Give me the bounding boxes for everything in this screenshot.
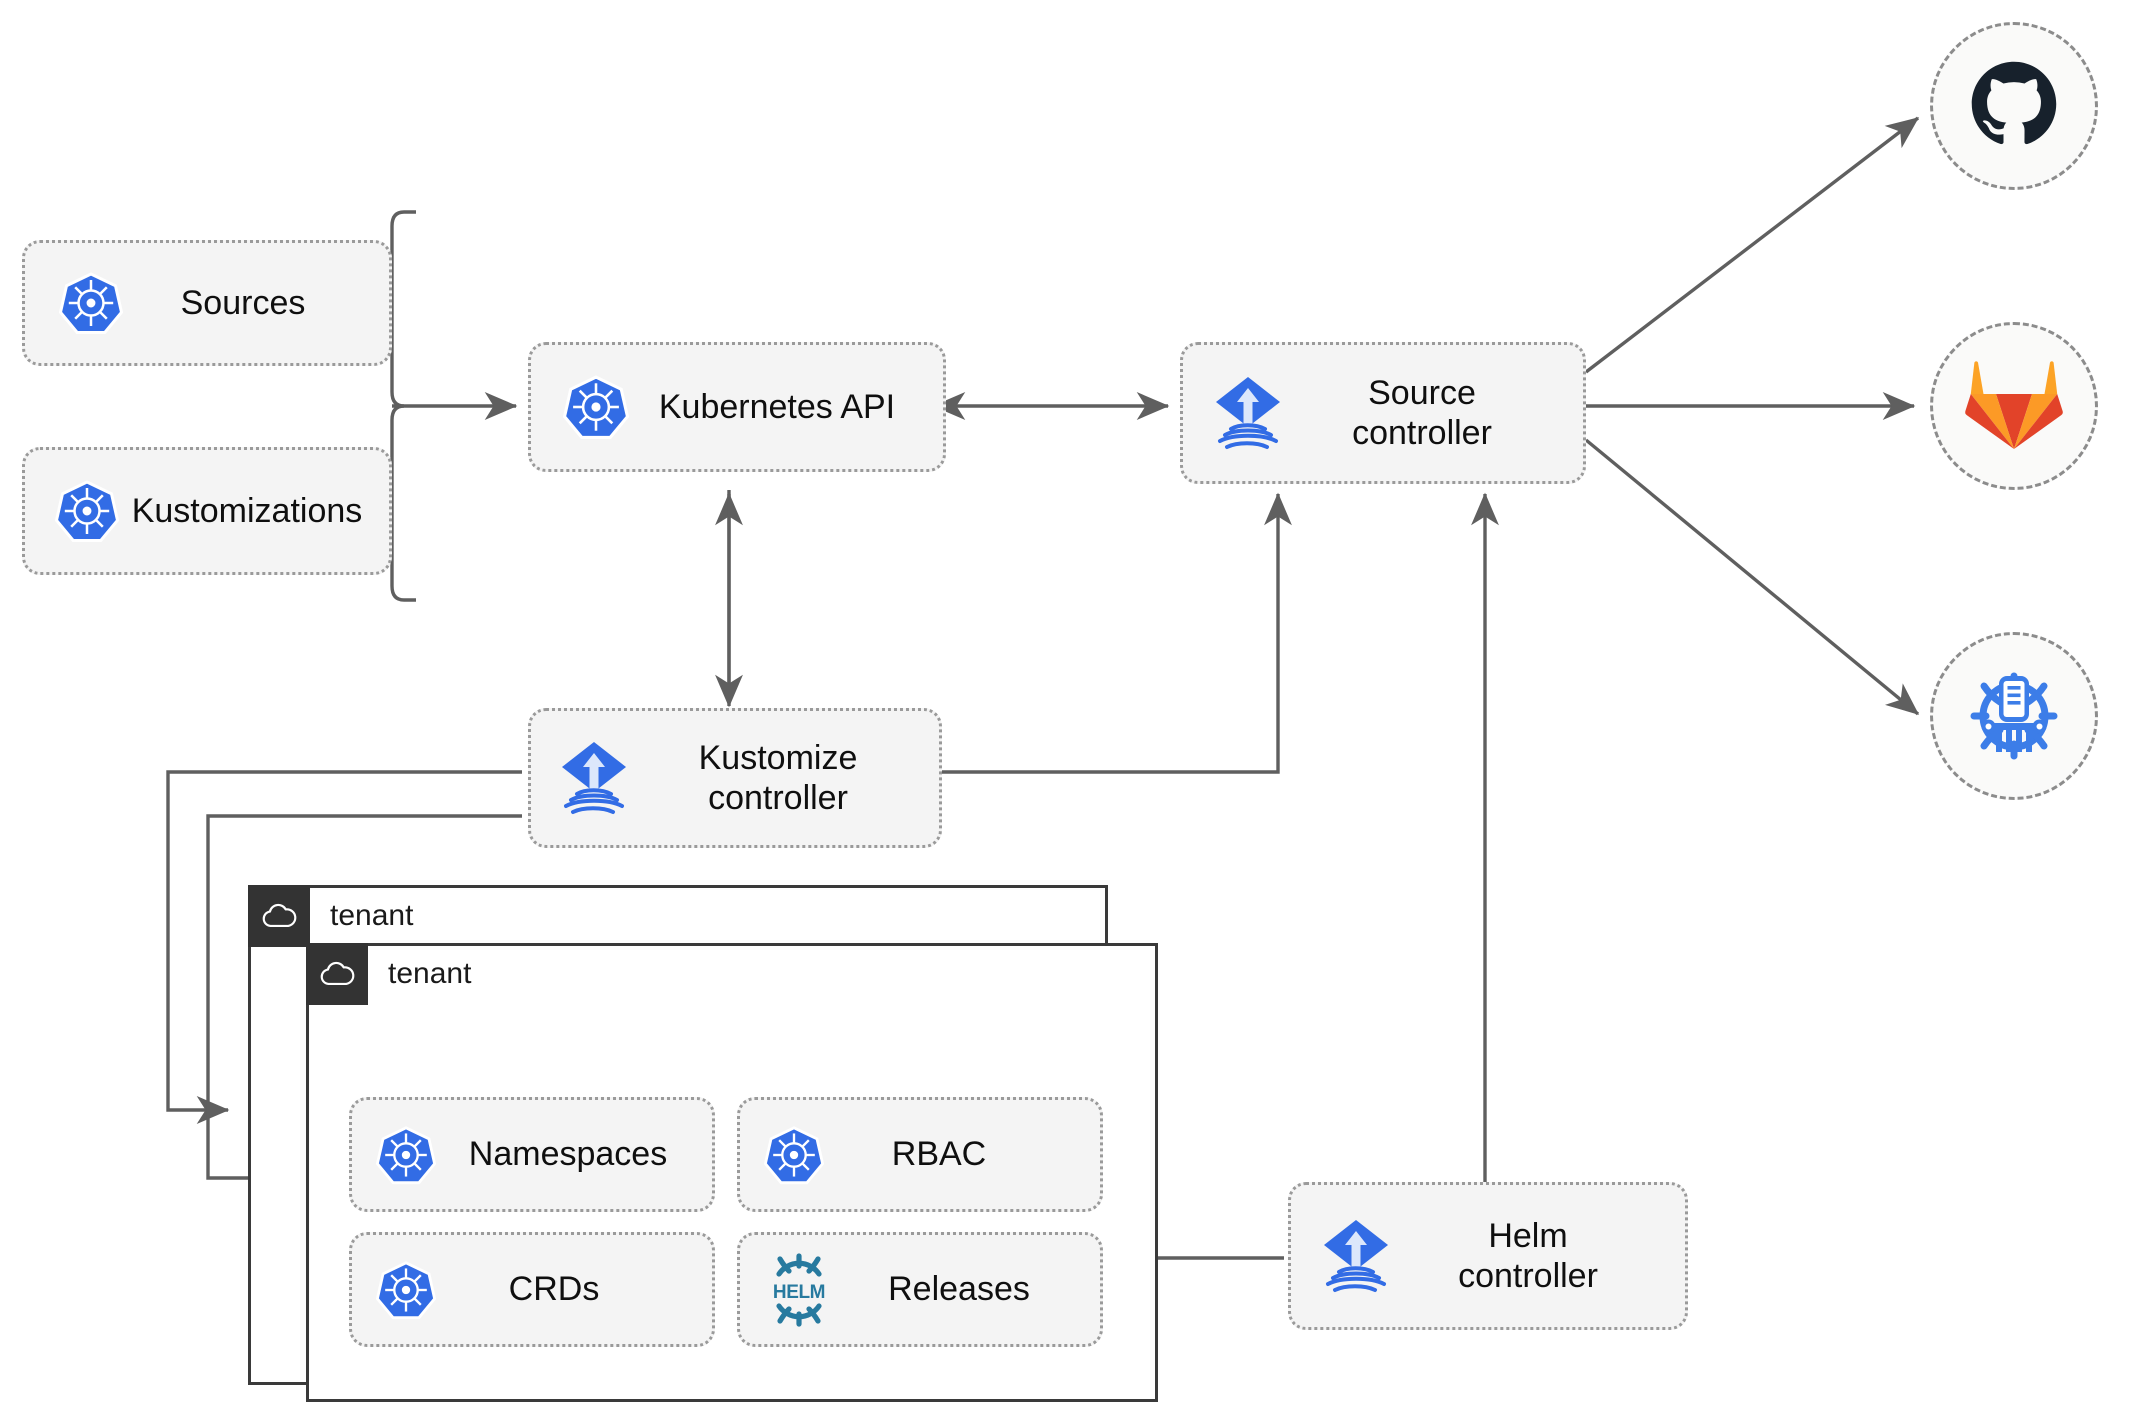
tenant-resource-label-rbac: RBAC bbox=[891, 1135, 987, 1174]
tenant-resource-crds[interactable]: CRDs bbox=[349, 1232, 715, 1347]
edge-source-to-helm bbox=[1584, 438, 1920, 716]
tenant-resource-namespaces[interactable]: Namespaces bbox=[349, 1097, 715, 1212]
resource-box-kustomizations[interactable]: Kustomizations bbox=[22, 447, 392, 575]
kubernetes-icon bbox=[55, 479, 119, 543]
provider-circle-github[interactable] bbox=[1930, 22, 2098, 190]
svg-text:HELM: HELM bbox=[773, 1282, 825, 1303]
node-helm-controller[interactable]: Helm controller bbox=[1288, 1182, 1688, 1330]
edge-source-to-github bbox=[1584, 116, 1920, 374]
node-source-controller[interactable]: Source controller bbox=[1180, 342, 1586, 484]
github-icon bbox=[1966, 56, 2062, 157]
kubernetes-icon bbox=[764, 1125, 824, 1185]
helm-wordmark-icon: HELM bbox=[762, 1252, 836, 1327]
kubernetes-icon bbox=[563, 374, 629, 440]
flux-icon bbox=[1317, 1215, 1395, 1297]
provider-circle-helm[interactable] bbox=[1930, 632, 2098, 800]
tenant-resource-label-releases: Releases bbox=[888, 1270, 1030, 1309]
node-label-kustomize-controller: Kustomize controller bbox=[698, 738, 858, 817]
kubernetes-icon bbox=[376, 1125, 436, 1185]
tenant-resource-label-crds: CRDs bbox=[508, 1270, 600, 1309]
resource-box-sources[interactable]: Sources bbox=[22, 240, 392, 366]
edge-kustomize-to-source bbox=[942, 492, 1292, 774]
tenant-header-2: tenant bbox=[306, 943, 471, 1005]
resource-label-kustomizations: Kustomizations bbox=[131, 491, 363, 530]
tenant-label-2: tenant bbox=[388, 957, 472, 990]
node-kustomize-controller[interactable]: Kustomize controller bbox=[528, 708, 942, 848]
flux-icon bbox=[1209, 372, 1287, 454]
tenant-resource-rbac[interactable]: RBAC bbox=[737, 1097, 1103, 1212]
node-label-helm-controller: Helm controller bbox=[1458, 1216, 1598, 1295]
helm-icon bbox=[1962, 662, 2066, 771]
cloud-icon bbox=[306, 943, 368, 1005]
kubernetes-icon bbox=[376, 1260, 436, 1320]
tenant-header-1: tenant bbox=[248, 885, 413, 947]
tenant-resource-label-namespaces: Namespaces bbox=[468, 1135, 668, 1174]
resource-label-sources: Sources bbox=[180, 283, 306, 322]
gitlab-icon bbox=[1964, 357, 2064, 456]
provider-circle-gitlab[interactable] bbox=[1930, 322, 2098, 490]
node-label-kubernetes-api: Kubernetes API bbox=[658, 387, 896, 426]
group-bracket bbox=[390, 210, 416, 602]
kubernetes-icon bbox=[59, 271, 123, 335]
cloud-icon bbox=[248, 885, 310, 947]
flux-icon bbox=[555, 737, 633, 819]
tenant-label-1: tenant bbox=[330, 899, 414, 932]
node-label-source-controller: Source controller bbox=[1352, 373, 1492, 452]
tenant-container-2[interactable]: tenant bbox=[306, 943, 1158, 1402]
tenant-resource-releases[interactable]: HELM Releases bbox=[737, 1232, 1103, 1347]
node-kubernetes-api[interactable]: Kubernetes API bbox=[528, 342, 946, 472]
